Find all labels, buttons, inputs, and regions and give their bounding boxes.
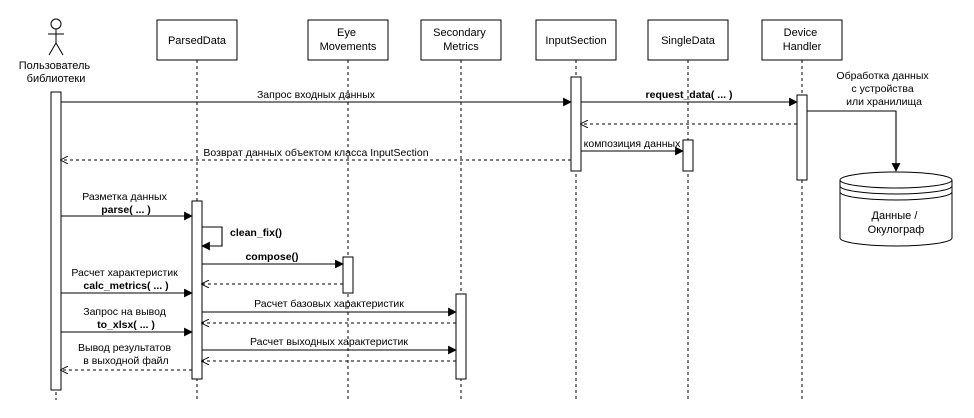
activation-single-data [682, 139, 694, 172]
message-label: Запрос входных данных [257, 89, 376, 101]
message-label: compose() [245, 251, 298, 263]
svg-text:InputSection: InputSection [545, 35, 606, 47]
activation-eye-movements [342, 256, 354, 294]
svg-text:Eye Movements: Eye Movements [320, 27, 377, 53]
activation-device-handler [796, 94, 808, 181]
participant-secondary-metrics[interactable]: Secondary Metrics [420, 19, 502, 61]
svg-text:ParsedData: ParsedData [168, 35, 227, 47]
activation-secondary-metrics [455, 293, 467, 380]
participant-single-data[interactable]: SingleData [647, 19, 729, 61]
actor-label: Пользователь библиотеки [19, 60, 93, 85]
message-label: Расчет выходных характеристик [250, 336, 408, 348]
svg-text:Device Handler: Device Handler [783, 27, 822, 53]
message-label: clean_fix() [230, 227, 282, 239]
participant-eye-movements[interactable]: Eye Movements [307, 19, 389, 61]
svg-text:SingleData: SingleData [661, 35, 716, 47]
participant-device-handler[interactable]: Device Handler [761, 19, 843, 61]
activation-input-section [570, 76, 582, 172]
message-label: композиция данных [584, 138, 681, 150]
message-label: Возврат данных объектом класса InputSect… [203, 147, 428, 159]
svg-text:Данные / Окулограф: Данные / Окулограф [868, 210, 925, 236]
svg-text:Secondary Metrics: Secondary Metrics [433, 27, 489, 53]
message-label: Разметка данных parse( ... ) [82, 191, 170, 216]
connector-arrow [807, 110, 901, 172]
activation-user [50, 91, 62, 391]
message-label: Расчет базовых характеристик [254, 298, 404, 310]
message-label: Вывод результатов в выходной файл [78, 342, 174, 367]
note-text: Обработка данных с устройства или хранил… [836, 70, 931, 108]
message-label: Запрос на вывод to_xlsx( ... ) [83, 306, 169, 331]
database-icon[interactable]: Данные / Окулограф [839, 171, 953, 247]
participant-parsed-data[interactable]: ParsedData [156, 19, 238, 61]
participant-input-section[interactable]: InputSection [535, 19, 617, 61]
activation-parsed-data [191, 200, 203, 380]
message-label: Расчет характеристик calc_metrics( ... ) [71, 267, 180, 292]
actor-icon [48, 18, 64, 56]
self-message-arrow [201, 226, 223, 251]
message-label: request_data( ... ) [646, 89, 733, 101]
